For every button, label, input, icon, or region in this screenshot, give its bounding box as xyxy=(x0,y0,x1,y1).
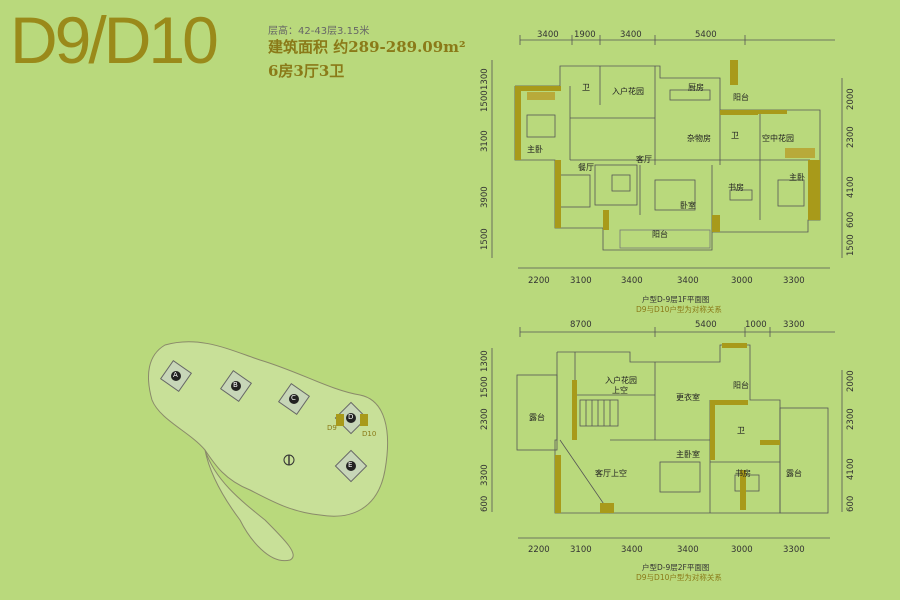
dim-bottom: 2200 xyxy=(528,276,550,286)
room-wc: 卫 xyxy=(582,83,590,92)
dim-right: 1500 xyxy=(846,234,856,256)
room-terrace: 露台 xyxy=(786,469,802,478)
room-void: 上空 xyxy=(612,386,628,395)
compass-icon xyxy=(283,454,295,466)
room-study: 书房 xyxy=(735,469,751,478)
plan-note: D9与D10户型为对称关系 xyxy=(636,573,722,582)
room-balcony: 阳台 xyxy=(652,230,668,239)
lower-plan-thick-walls xyxy=(555,343,780,513)
room-entry-garden: 入户花园 xyxy=(605,376,637,385)
dim-right: 2300 xyxy=(846,126,856,148)
room-master-bedroom: 主卧室 xyxy=(676,450,700,459)
dim-bottom: 3400 xyxy=(621,545,643,555)
room-wardrobe: 更衣室 xyxy=(676,393,700,402)
room-master-bedroom: 主卧 xyxy=(527,145,543,154)
dim-bottom: 3300 xyxy=(783,276,805,286)
room-living-void: 客厅上空 xyxy=(595,469,627,478)
room-storage: 杂物房 xyxy=(687,134,711,143)
dim-right: 2000 xyxy=(846,88,856,110)
floor-area: 建筑面积 约289-289.09m² xyxy=(268,38,466,56)
room-living: 客厅 xyxy=(636,155,652,164)
dim-bottom: 3000 xyxy=(731,545,753,555)
dim-left: 1300 xyxy=(480,68,490,90)
dim-left: 1500 xyxy=(480,90,490,112)
dim-bottom: 3100 xyxy=(570,276,592,286)
site-plan xyxy=(147,341,388,562)
dim-right: 4100 xyxy=(846,458,856,480)
dim-left: 600 xyxy=(480,495,490,512)
dim-left: 1300 xyxy=(480,350,490,372)
room-sky-garden: 空中花园 xyxy=(762,134,794,143)
site-building-markers xyxy=(171,371,356,471)
dim-left: 1500 xyxy=(480,376,490,398)
dim-top: 1900 xyxy=(574,30,596,40)
dim-left: 3300 xyxy=(480,464,490,486)
room-bedroom: 卧室 xyxy=(680,201,696,210)
dim-right: 600 xyxy=(846,211,856,228)
dim-top: 1000 xyxy=(745,320,767,330)
dim-bottom: 3100 xyxy=(570,545,592,555)
room-terrace: 露台 xyxy=(529,413,545,422)
dim-bottom: 3400 xyxy=(677,276,699,286)
dim-top: 3400 xyxy=(620,30,642,40)
dim-left: 1500 xyxy=(480,228,490,250)
room-master-bedroom: 主卧 xyxy=(789,173,805,182)
building-label-e: E xyxy=(348,461,353,469)
building-label-b: B xyxy=(233,381,238,389)
building-label-a: A xyxy=(173,371,178,379)
unit-label-d9: D9 xyxy=(327,424,337,432)
room-wc: 卫 xyxy=(737,426,745,435)
unit-label-d10: D10 xyxy=(362,430,377,438)
dim-top: 8700 xyxy=(570,320,592,330)
dim-right: 600 xyxy=(846,495,856,512)
room-entry-garden: 入户花园 xyxy=(612,87,644,96)
dim-bottom: 3300 xyxy=(783,545,805,555)
dim-left: 3100 xyxy=(480,130,490,152)
upper-plan-thick-walls xyxy=(515,60,820,232)
room-balcony: 阳台 xyxy=(733,381,749,390)
dim-bottom: 3400 xyxy=(621,276,643,286)
dim-left: 3900 xyxy=(480,186,490,208)
dim-top: 5400 xyxy=(695,30,717,40)
plan-caption: 户型D-9层1F平面图 xyxy=(642,295,710,304)
dim-left: 2300 xyxy=(480,408,490,430)
plan-note: D9与D10户型为对称关系 xyxy=(636,305,722,314)
dim-top: 5400 xyxy=(695,320,717,330)
dim-top: 3400 xyxy=(537,30,559,40)
room-balcony: 阳台 xyxy=(733,93,749,102)
plan-caption: 户型D-9层2F平面图 xyxy=(642,563,710,572)
d9-unit-marker xyxy=(336,414,344,426)
d10-unit-marker xyxy=(360,414,368,426)
dim-bottom: 3400 xyxy=(677,545,699,555)
dim-right: 4100 xyxy=(846,176,856,198)
room-kitchen: 厨房 xyxy=(688,83,704,92)
room-study: 书房 xyxy=(728,183,744,192)
lower-plan xyxy=(491,327,843,539)
building-label-d: D xyxy=(348,413,354,421)
dim-bottom: 3000 xyxy=(731,276,753,286)
dim-bottom: 2200 xyxy=(528,545,550,555)
room-count: 6房3厅3卫 xyxy=(268,62,345,80)
dim-top: 3300 xyxy=(783,320,805,330)
room-dining: 餐厅 xyxy=(578,163,594,172)
floor-height-note: 层高：42-43层3.15米 xyxy=(268,26,370,37)
room-wc: 卫 xyxy=(731,131,739,140)
page-title: D9/D10 xyxy=(10,3,219,77)
dim-right: 2300 xyxy=(846,408,856,430)
dim-right: 2000 xyxy=(846,370,856,392)
building-label-c: C xyxy=(291,394,296,402)
